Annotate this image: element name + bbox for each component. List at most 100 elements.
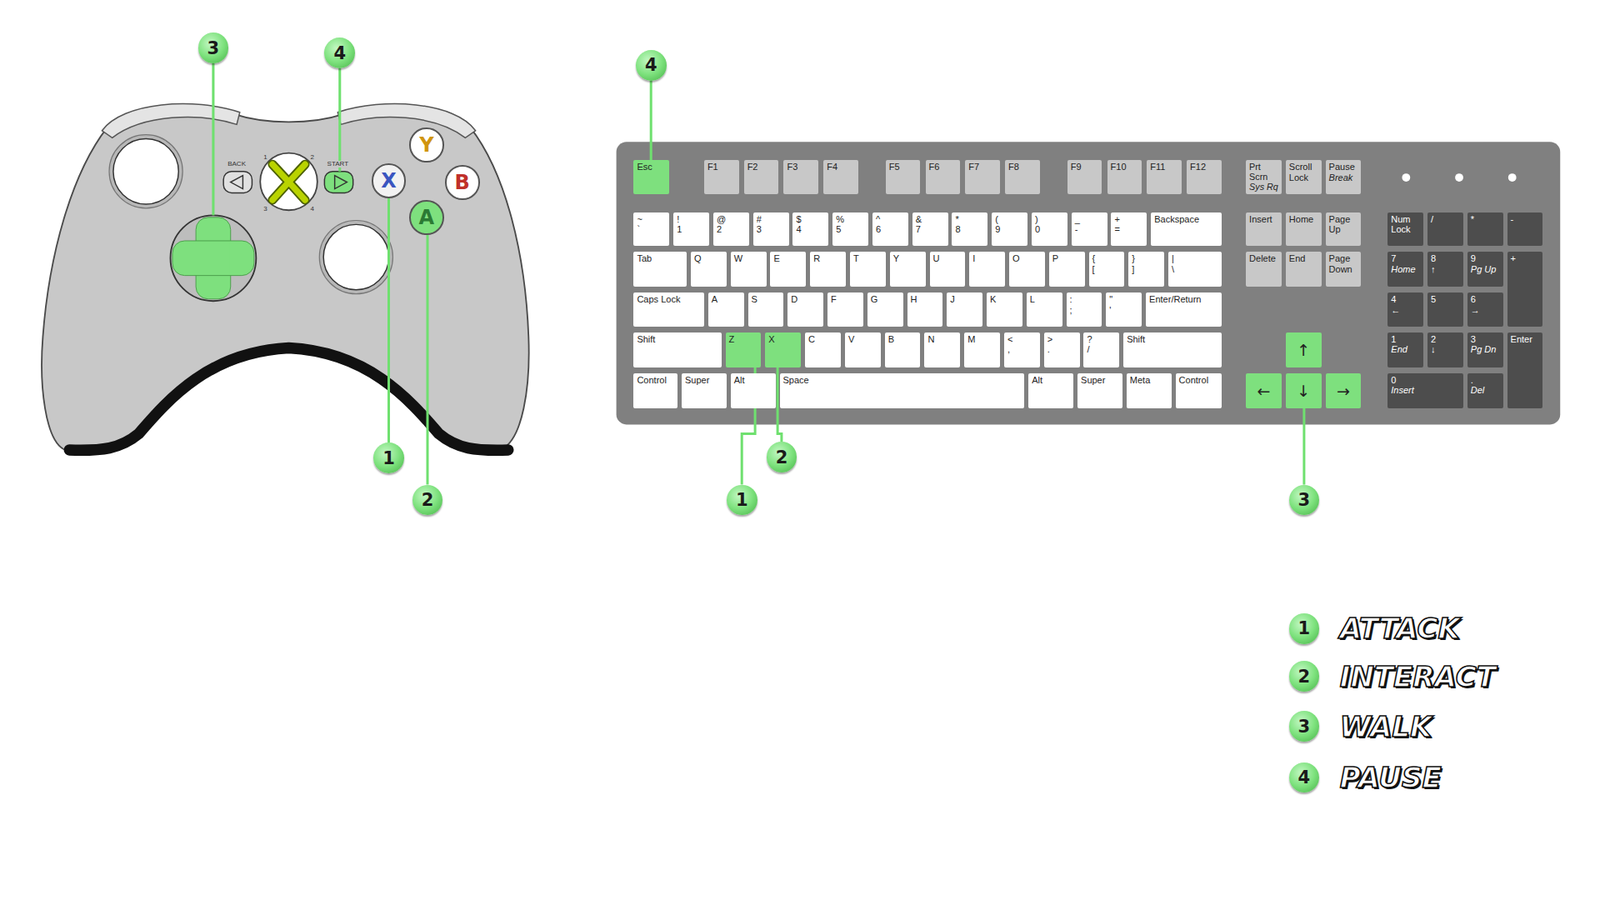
key-label: Break — [1329, 172, 1359, 183]
key-label: , — [1007, 344, 1037, 355]
callout-number: 1 — [1289, 613, 1320, 645]
callout-number: 3 — [198, 32, 230, 64]
key-label: 8 — [955, 224, 985, 235]
callout-text: 2 — [775, 447, 789, 468]
button-label: 2 — [310, 154, 314, 161]
keyboard-key: X — [765, 332, 801, 368]
thumbstick-base — [109, 135, 183, 209]
keyboard-key: + — [1507, 251, 1544, 326]
key-label: Num Lock — [1390, 214, 1420, 235]
key-label: Tab — [636, 253, 684, 264]
keyboard-key: Insert — [1245, 212, 1282, 246]
back-button — [223, 171, 252, 194]
keyboard-key: #3 — [753, 212, 790, 246]
keyboard-key: F6 — [925, 160, 961, 194]
keyboard-key: A — [708, 292, 745, 326]
keyboard-key: H — [907, 292, 944, 326]
controller-button: Y — [409, 127, 445, 163]
keyboard-key: :; — [1066, 292, 1103, 326]
button-label: START — [326, 160, 350, 168]
key-label: Delete — [1249, 253, 1279, 264]
key-label: : — [1070, 294, 1100, 305]
dpad-center — [196, 241, 230, 275]
controller-button: B — [445, 165, 480, 200]
key-label: B — [888, 334, 918, 345]
button-label: 1 — [263, 154, 267, 161]
key-label: G — [870, 294, 900, 305]
keyboard-key: - — [1507, 212, 1544, 246]
key-label: Del — [1470, 385, 1500, 395]
key-label: & — [915, 214, 945, 225]
keyboard-key: Home — [1285, 212, 1322, 246]
key-label: Home — [1390, 264, 1420, 275]
keyboard-key: Backspace — [1150, 212, 1221, 246]
key-label: I — [972, 253, 1002, 264]
key-label: ] — [1131, 264, 1161, 275]
key-label: ↓ — [1296, 381, 1310, 400]
key-label: \ — [1171, 264, 1219, 275]
button-letter: Y — [419, 133, 434, 157]
key-label: 5 — [835, 224, 865, 235]
keyboard-key: U — [930, 251, 966, 287]
keyboard-key: F — [827, 292, 864, 326]
keyboard-key: * — [1467, 212, 1504, 246]
key-label: 2 — [716, 224, 746, 235]
start-button — [324, 171, 353, 194]
leader-line — [1302, 408, 1305, 485]
key-label: F8 — [1008, 161, 1037, 172]
callout-text: 3 — [1298, 716, 1311, 737]
guide-logo — [272, 164, 305, 200]
keyboard-key: += — [1110, 212, 1147, 246]
callout-text: 3 — [207, 38, 220, 59]
key-label: % — [835, 214, 865, 225]
key-label: → — [1470, 305, 1500, 315]
key-label: Sys Rq — [1249, 181, 1279, 192]
key-label: K — [990, 294, 1020, 305]
keyboard-key: 8↑ — [1427, 251, 1464, 287]
key-label: F11 — [1150, 161, 1179, 172]
thumbstick — [113, 139, 179, 205]
keyboard-key: ?/ — [1083, 332, 1120, 368]
key-label: * — [1470, 214, 1500, 225]
key-label: Page Down — [1329, 253, 1359, 275]
keyboard-key: Shift — [633, 332, 721, 368]
keyboard-key: End — [1285, 251, 1322, 287]
key-label: F6 — [929, 161, 958, 172]
dpad-base — [170, 215, 256, 301]
callout-text: 2 — [1298, 666, 1311, 687]
button-label: 4 — [310, 205, 314, 213]
key-label: 5 — [1430, 294, 1460, 305]
keyboard-key: 9Pg Up — [1467, 251, 1504, 287]
key-label: ! — [676, 214, 706, 225]
keyboard-key: $4 — [792, 212, 829, 246]
key-label: # — [756, 214, 786, 225]
keyboard-key: F2 — [744, 160, 780, 194]
keyboard-key: <, — [1004, 332, 1040, 368]
keyboard-key: T — [850, 251, 886, 287]
keyboard-key: / — [1427, 212, 1464, 246]
key-label: Pg Dn — [1470, 344, 1500, 355]
keyboard-key: Q — [690, 251, 727, 287]
key-label: Super — [1080, 375, 1120, 385]
controller-grip-edge — [69, 348, 509, 451]
key-label: Insert — [1390, 385, 1460, 395]
callout-number: 2 — [412, 485, 444, 516]
key-label: Shift — [636, 334, 718, 345]
callout-text: 2 — [421, 490, 435, 510]
key-label: Enter/Return — [1149, 294, 1219, 305]
key-label: > — [1047, 334, 1077, 345]
key-label: ↑ — [1296, 340, 1310, 360]
keyboard-key: G — [867, 292, 904, 326]
callout-text: 4 — [1298, 767, 1311, 788]
key-label: 7 — [915, 224, 945, 235]
key-label: 6 — [1470, 294, 1500, 305]
key-label: 3 — [756, 224, 786, 235]
key-label: ↓ — [1430, 344, 1460, 355]
key-label: 3 — [1470, 334, 1500, 345]
key-label: 0 — [1390, 375, 1460, 385]
keyboard-key: N — [924, 332, 960, 368]
button-label: 3 — [263, 205, 267, 213]
keyboard-key: D — [787, 292, 824, 326]
key-label: Meta — [1130, 375, 1169, 385]
